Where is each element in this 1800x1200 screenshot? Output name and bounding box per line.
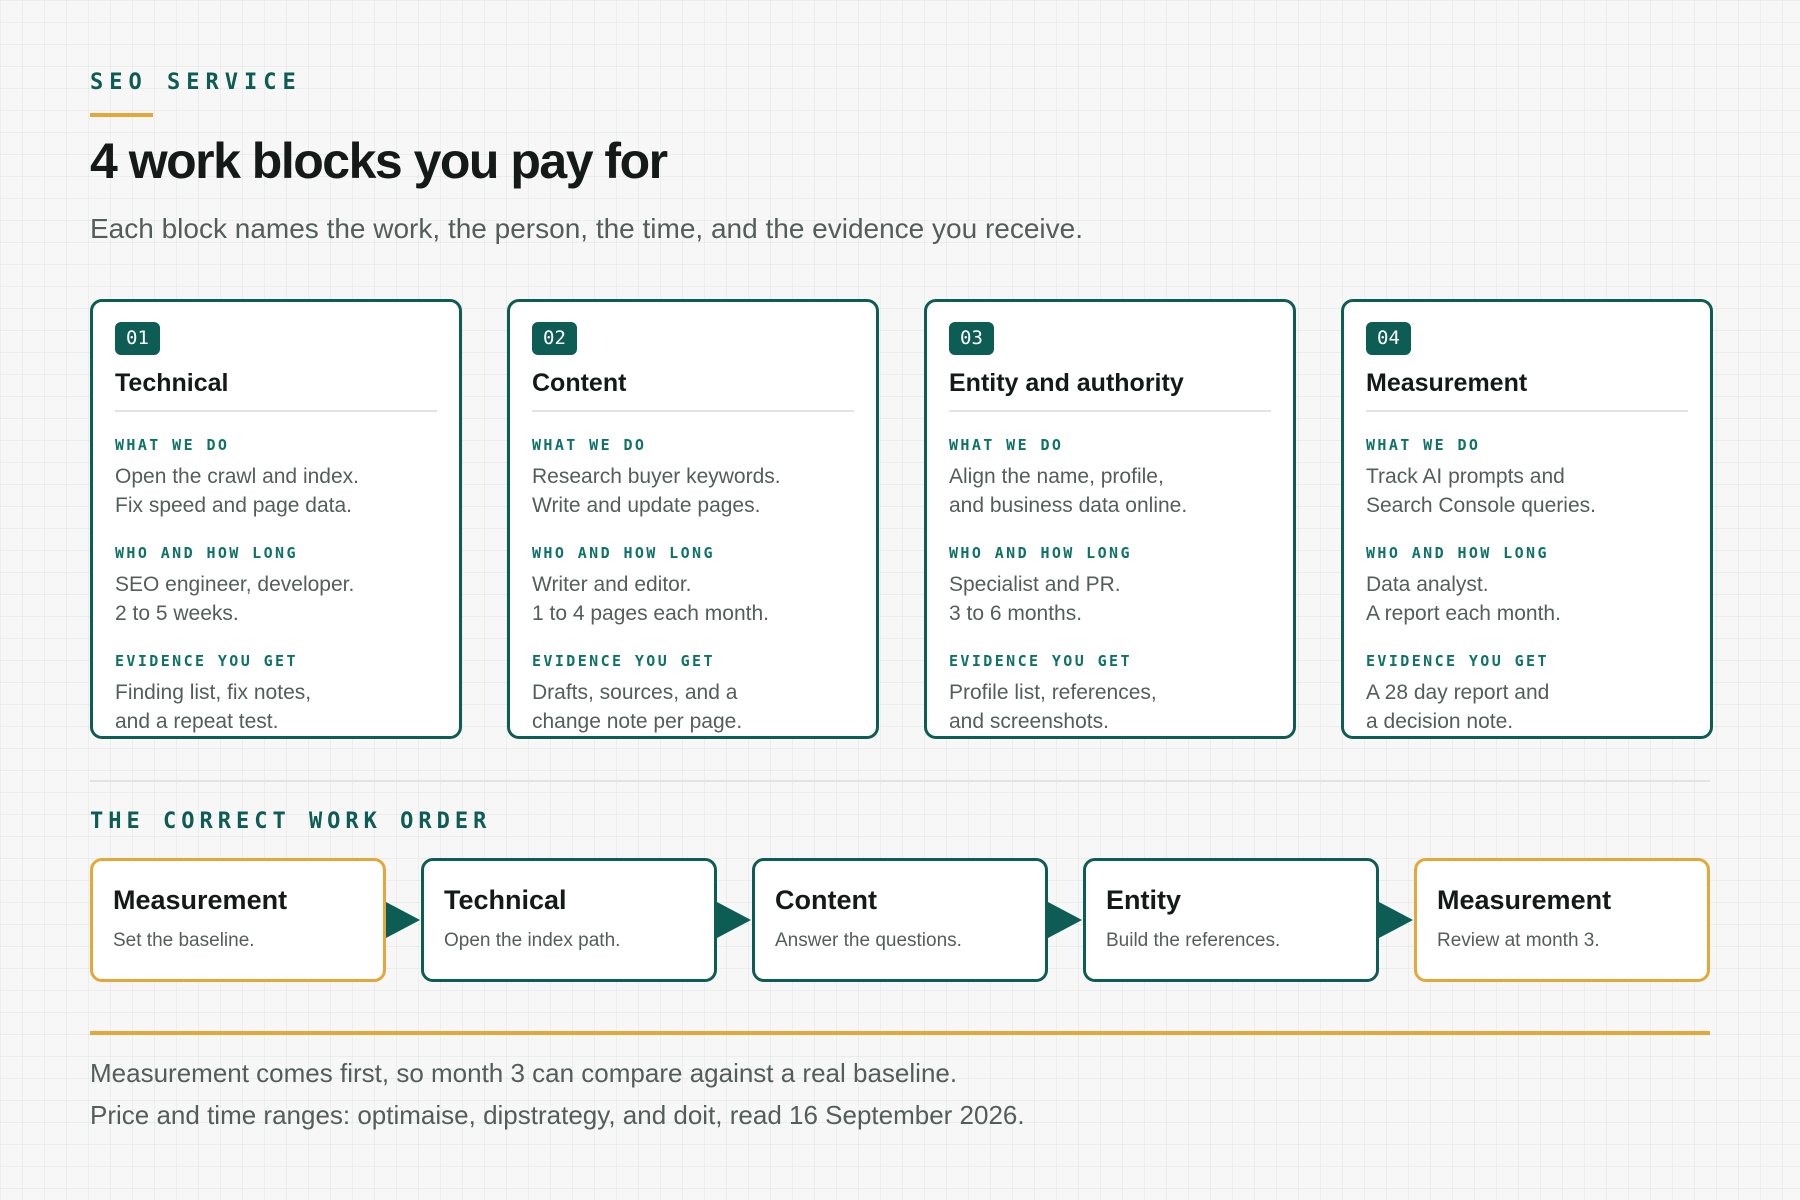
text-line: a decision note.: [1366, 710, 1514, 733]
footer-note: Measurement comes first, so month 3 can …: [90, 1058, 958, 1088]
text-line: and a repeat test.: [115, 710, 279, 733]
who-and-how-long-text: SEO engineer, developer. 2 to 5 weeks.: [115, 570, 437, 628]
step-title: Measurement: [113, 885, 288, 915]
what-we-do-text: Research buyer keywords. Write and updat…: [532, 462, 854, 520]
evidence-label: EVIDENCE YOU GET: [949, 652, 1132, 670]
text-line: Data analyst.: [1366, 573, 1489, 596]
work-block-card-technical: 01 Technical WHAT WE DO Open the crawl a…: [90, 299, 462, 739]
text-line: and business data online.: [949, 494, 1188, 517]
evidence-label: EVIDENCE YOU GET: [532, 652, 715, 670]
evidence-label: EVIDENCE YOU GET: [1366, 652, 1549, 670]
who-and-how-long-label: WHO AND HOW LONG: [532, 544, 715, 562]
card-title: Content: [532, 369, 854, 412]
text-line: Open the crawl and index.: [115, 465, 359, 488]
what-we-do-label: WHAT WE DO: [949, 436, 1064, 454]
text-line: Writer and editor.: [532, 573, 692, 596]
text-line: A report each month.: [1366, 602, 1561, 625]
step-text: Review at month 3.: [1437, 930, 1600, 951]
text-line: Specialist and PR.: [949, 573, 1121, 596]
footer-rule: [90, 1031, 1710, 1035]
evidence-text: Profile list, references, and screenshot…: [949, 678, 1271, 736]
order-step-3: Content Answer the questions.: [752, 858, 1048, 982]
card-number-badge: 01: [115, 322, 160, 355]
text-line: Profile list, references,: [949, 681, 1157, 704]
eyebrow-underline: [90, 113, 153, 117]
work-order-label: THE CORRECT WORK ORDER: [90, 809, 492, 834]
work-block-card-content: 02 Content WHAT WE DO Research buyer key…: [507, 299, 879, 739]
evidence-text: A 28 day report and a decision note.: [1366, 678, 1688, 736]
text-line: Finding list, fix notes,: [115, 681, 312, 704]
text-line: and screenshots.: [949, 710, 1109, 733]
evidence-text: Finding list, fix notes, and a repeat te…: [115, 678, 437, 736]
card-title: Entity and authority: [949, 369, 1271, 412]
who-and-how-long-text: Specialist and PR. 3 to 6 months.: [949, 570, 1271, 628]
text-line: 2 to 5 weeks.: [115, 602, 239, 625]
step-title: Technical: [444, 885, 567, 915]
who-and-how-long-label: WHO AND HOW LONG: [949, 544, 1132, 562]
text-line: A 28 day report and: [1366, 681, 1550, 704]
order-step-2: Technical Open the index path.: [421, 858, 717, 982]
text-line: change note per page.: [532, 710, 743, 733]
page-title: 4 work blocks you pay for: [90, 133, 668, 189]
text-line: Research buyer keywords.: [532, 465, 781, 488]
text-line: SEO engineer, developer.: [115, 573, 355, 596]
text-line: Track AI prompts and: [1366, 465, 1565, 488]
step-text: Open the index path.: [444, 930, 621, 951]
what-we-do-text: Open the crawl and index. Fix speed and …: [115, 462, 437, 520]
text-line: 1 to 4 pages each month.: [532, 602, 769, 625]
card-number-badge: 02: [532, 322, 577, 355]
step-text: Answer the questions.: [775, 930, 962, 951]
card-title: Technical: [115, 369, 437, 412]
card-number-badge: 04: [1366, 322, 1411, 355]
work-block-card-measurement: 04 Measurement WHAT WE DO Track AI promp…: [1341, 299, 1713, 739]
step-title: Entity: [1106, 885, 1182, 915]
evidence-label: EVIDENCE YOU GET: [115, 652, 298, 670]
text-line: Fix speed and page data.: [115, 494, 353, 517]
what-we-do-label: WHAT WE DO: [1366, 436, 1481, 454]
eyebrow-label: SEO SERVICE: [90, 70, 302, 95]
section-divider: [90, 780, 1710, 782]
card-number-badge: 03: [949, 322, 994, 355]
step-text: Build the references.: [1106, 930, 1281, 951]
text-line: Drafts, sources, and a: [532, 681, 738, 704]
who-and-how-long-text: Writer and editor. 1 to 4 pages each mon…: [532, 570, 854, 628]
text-line: Align the name, profile,: [949, 465, 1164, 488]
text-line: Search Console queries.: [1366, 494, 1596, 517]
evidence-text: Drafts, sources, and a change note per p…: [532, 678, 854, 736]
card-title: Measurement: [1366, 369, 1688, 412]
order-step-1: Measurement Set the baseline.: [90, 858, 386, 982]
arrow-right-icon: [1379, 902, 1413, 938]
what-we-do-label: WHAT WE DO: [115, 436, 230, 454]
order-step-4: Entity Build the references.: [1083, 858, 1379, 982]
arrow-right-icon: [1048, 902, 1082, 938]
what-we-do-label: WHAT WE DO: [532, 436, 647, 454]
who-and-how-long-label: WHO AND HOW LONG: [1366, 544, 1549, 562]
who-and-how-long-text: Data analyst. A report each month.: [1366, 570, 1688, 628]
what-we-do-text: Align the name, profile, and business da…: [949, 462, 1271, 520]
text-line: Write and update pages.: [532, 494, 761, 517]
footer-sources: Price and time ranges: optimaise, dipstr…: [90, 1100, 1025, 1130]
arrow-right-icon: [386, 902, 420, 938]
step-text: Set the baseline.: [113, 930, 255, 951]
what-we-do-text: Track AI prompts and Search Console quer…: [1366, 462, 1688, 520]
work-block-card-entity: 03 Entity and authority WHAT WE DO Align…: [924, 299, 1296, 739]
arrow-right-icon: [717, 902, 751, 938]
step-title: Content: [775, 885, 877, 915]
page-subtitle: Each block names the work, the person, t…: [90, 213, 1084, 244]
step-title: Measurement: [1437, 885, 1612, 915]
who-and-how-long-label: WHO AND HOW LONG: [115, 544, 298, 562]
order-step-5: Measurement Review at month 3.: [1414, 858, 1710, 982]
text-line: 3 to 6 months.: [949, 602, 1083, 625]
